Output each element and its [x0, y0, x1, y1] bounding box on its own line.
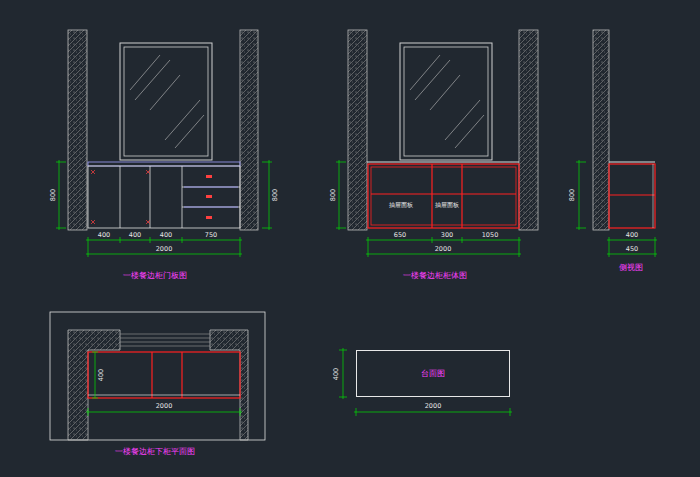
- dimension-value: 400: [626, 232, 638, 239]
- dimension-value: 750: [205, 232, 217, 239]
- dimension-value: 800: [272, 189, 279, 201]
- dimension-value: 2000: [435, 246, 452, 253]
- dimension-value: 800: [569, 189, 576, 201]
- dimension-value: 400: [98, 369, 105, 381]
- view-title: 台面图: [421, 368, 445, 379]
- dimension-value: 650: [394, 232, 406, 239]
- dimension-value: 400: [160, 232, 172, 239]
- dimension-value: 800: [330, 189, 337, 201]
- body-elevation: [336, 30, 538, 257]
- countertop-dims: [339, 348, 512, 416]
- view-title: 侧视图: [619, 264, 643, 272]
- dimension-value: 400: [333, 368, 340, 380]
- dimension-value: 2000: [425, 403, 442, 410]
- dimension-value: 2000: [156, 403, 173, 410]
- dimension-value: 300: [441, 232, 453, 239]
- dimension-value: 2000: [156, 246, 173, 253]
- dimension-value: 800: [50, 189, 57, 201]
- dimension-value: 450: [626, 246, 638, 253]
- panel-note: 抽屉面板: [435, 203, 459, 209]
- dimension-value: 400: [129, 232, 141, 239]
- door-elevation: [56, 30, 272, 257]
- plan-view: [50, 312, 265, 440]
- view-title: 一楼餐边柜门板图: [123, 272, 187, 280]
- dimension-value: 400: [98, 232, 110, 239]
- panel-note: 抽屉面板: [389, 203, 413, 209]
- countertop-outline: 台面图: [356, 350, 510, 397]
- dimension-value: 1050: [482, 232, 499, 239]
- view-title: 一楼餐边柜柜体图: [403, 272, 467, 280]
- view-title: 一楼餐边柜下柜平面图: [115, 448, 195, 456]
- side-view: [576, 30, 657, 257]
